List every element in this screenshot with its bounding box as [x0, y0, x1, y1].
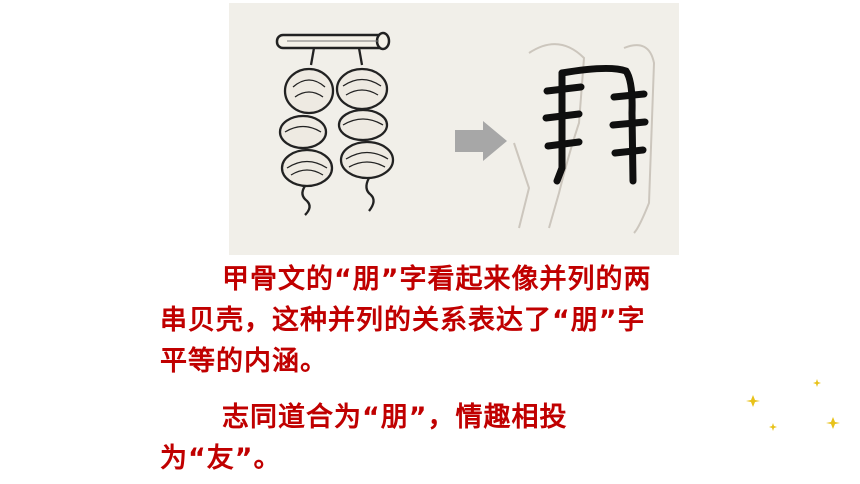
left-shell-string [278, 47, 335, 216]
faint-background-sketch [513, 43, 656, 234]
illustration-svg [275, 31, 656, 234]
sparkle-icon [813, 379, 821, 387]
friendship-definition-paragraph: 志同道合为“朋”，情趣相投为“友”。 [160, 397, 660, 479]
peng-character-illustration [229, 3, 679, 255]
sparkle-icon [769, 423, 777, 431]
right-shell-string [335, 47, 395, 212]
sparkle-icon [746, 395, 760, 407]
friendship-definition-text: 志同道合为“朋”，情趣相投为“友”。 [160, 402, 568, 474]
hanging-bar [275, 31, 391, 51]
arrow-right-icon [455, 121, 507, 161]
oracle-bone-peng-glyph [542, 64, 649, 185]
peng-explanation-text: 甲骨文的“朋”字看起来像并列的两串贝壳，这种并列的关系表达了“朋”字平等的内涵。 [160, 264, 652, 377]
sparkle-icon [826, 417, 840, 429]
sparkle-decoration [746, 379, 840, 431]
peng-explanation-paragraph: 甲骨文的“朋”字看起来像并列的两串贝壳，这种并列的关系表达了“朋”字平等的内涵。 [160, 259, 660, 382]
